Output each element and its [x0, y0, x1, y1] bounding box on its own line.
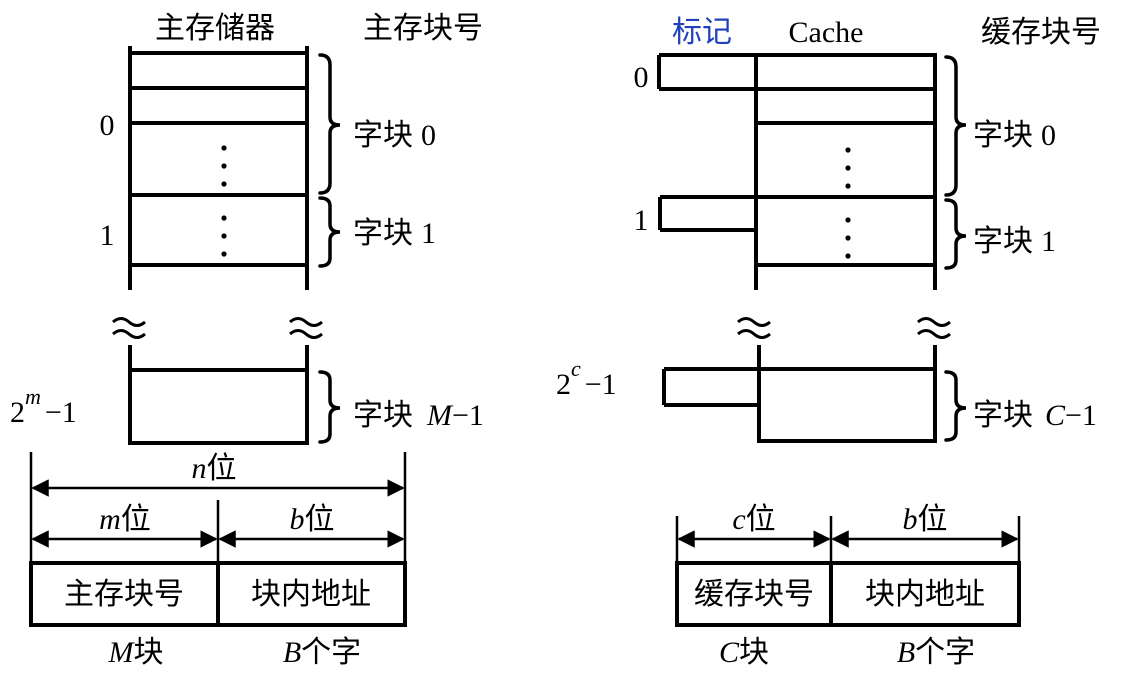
main-break-symbol-left: [112, 317, 146, 339]
cache-title: Cache: [789, 16, 864, 49]
cache-address-field-offset: 块内地址: [865, 578, 985, 611]
main-address-field-offset: 块内地址: [251, 578, 371, 611]
main-memory-title: 主存储器: [155, 12, 275, 45]
main-memory-array: [128, 46, 309, 445]
cache-row-label-last: 2c−1: [556, 356, 617, 401]
cache-break-symbol-right: [917, 317, 951, 339]
cache-brace-block-1: [944, 198, 967, 270]
cache-address-word-count: B个字: [897, 636, 975, 669]
main-address-offset-bits: b位: [290, 503, 335, 536]
cache-block-number-header: 缓存块号: [981, 16, 1101, 49]
cache-brace-block-last: [944, 370, 967, 442]
main-row-label-last: 2m−1: [10, 384, 77, 429]
cache-address-block-bits: c位: [732, 503, 775, 536]
main-brace-block-1: [318, 196, 341, 268]
main-address-total-bits: n位: [192, 452, 237, 485]
cache-address-block-count: C块: [719, 636, 769, 669]
main-address-block-count: M块: [108, 636, 164, 669]
main-address-field-block-number: 主存块号: [64, 578, 184, 611]
main-ellipsis-dots: [221, 145, 227, 257]
main-address-word-count: B个字: [283, 636, 361, 669]
cache-ellipsis-dots: [845, 147, 851, 259]
main-row-label-1: 1: [100, 219, 115, 252]
cache-brace-block-0: [944, 55, 967, 197]
cache-tag-header: 标记: [672, 16, 732, 49]
main-brace-block-0: [318, 53, 341, 195]
main-break-symbol-right: [289, 317, 323, 339]
main-address-frame: [29, 452, 407, 627]
cache-row-label-0: 0: [634, 61, 649, 94]
cache-address-offset-bits: b位: [903, 503, 948, 536]
main-brace-block-last: [318, 370, 341, 444]
cache-address-field-block-number: 缓存块号: [694, 578, 814, 611]
cache-array: [657, 53, 937, 443]
cache-break-symbol-left: [737, 317, 771, 339]
cache-row-label-1: 1: [634, 204, 649, 237]
main-row-label-0: 0: [100, 109, 115, 142]
cache-address-frame: [675, 516, 1021, 627]
main-block-number-header: 主存块号: [363, 12, 483, 45]
main-address-block-bits: m位: [99, 503, 151, 536]
